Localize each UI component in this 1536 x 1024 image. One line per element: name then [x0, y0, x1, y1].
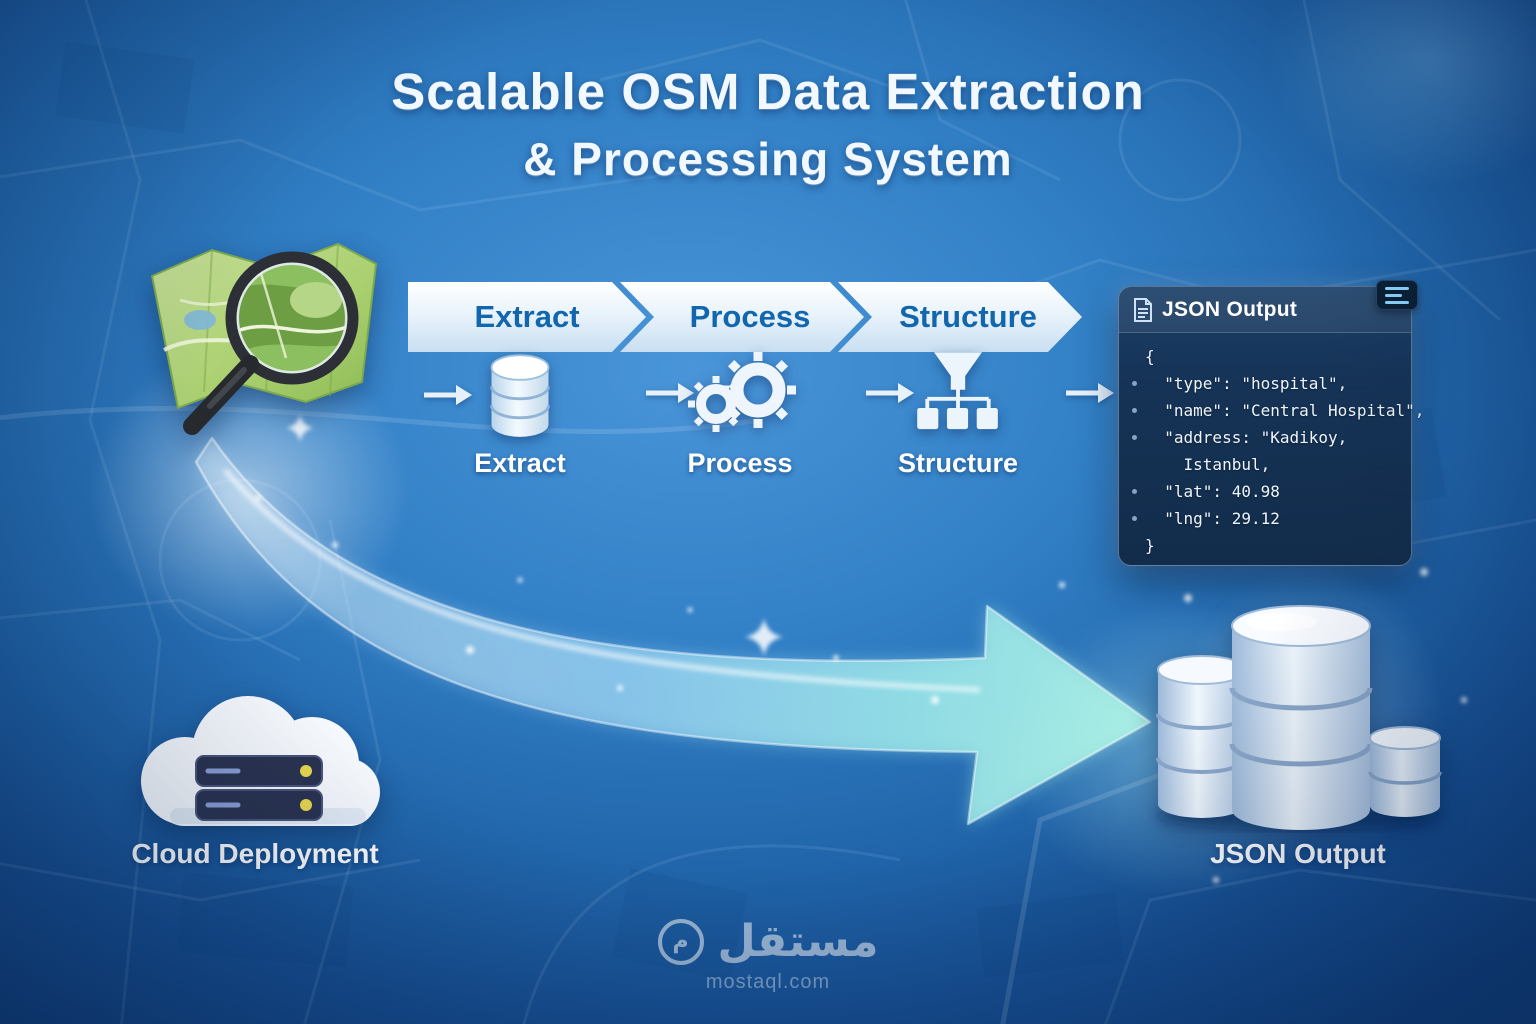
json-doc-icon: [1134, 297, 1152, 322]
gears-icon: [688, 352, 796, 432]
code-line: "type": "hospital",: [1131, 370, 1399, 397]
code-line: }: [1145, 536, 1155, 555]
flow-arrow-icon: [646, 383, 694, 403]
code-line: "lng": 29.12: [1131, 505, 1399, 532]
flow-arrow-icon: [866, 383, 914, 403]
json-code-block: { "type": "hospital", "name": "Central H…: [1119, 333, 1424, 567]
page-title-line-1: Scalable OSM Data Extraction: [391, 63, 1145, 120]
cloud-deployment-label: Cloud Deployment: [131, 838, 379, 869]
code-line: Istanbul,: [1145, 455, 1271, 474]
list-icon: [1376, 280, 1418, 310]
code-line: "name": "Central Hospital",: [1131, 397, 1424, 424]
pipeline-step-label: Structure: [899, 299, 1037, 334]
json-panel-header: JSON Output: [1119, 287, 1411, 333]
code-line: "lat": 40.98: [1131, 478, 1399, 505]
pipeline-step-label: Extract: [474, 299, 580, 334]
code-line: "address: "Kadikoy,: [1131, 424, 1399, 451]
flow-arrow-icon: [424, 385, 472, 405]
pipeline-step-extract: Extract: [408, 282, 646, 352]
pipeline-step-process: Process: [620, 282, 864, 352]
pipeline-step-label: Process: [689, 299, 811, 334]
map-magnifier-icon: [150, 242, 378, 435]
cloud-servers-icon: [141, 696, 380, 826]
stage-caption-extract: Extract: [474, 448, 566, 478]
pipeline-step-structure: Structure: [838, 282, 1082, 352]
flow-arrow-icon: [1066, 383, 1114, 403]
database-stack-icon: [1156, 605, 1442, 830]
database-icon: [490, 354, 550, 437]
stage-caption-process: Process: [687, 448, 793, 478]
code-line: {: [1145, 347, 1155, 366]
stage-caption-structure: Structure: [897, 448, 1019, 478]
server-icon: [195, 755, 323, 821]
page-title-line-2: & Processing System: [523, 133, 1013, 185]
json-output-panel: JSON Output { "type": "hospital", "name"…: [1118, 280, 1424, 567]
sitemap-icon: [917, 352, 998, 430]
json-output-label: JSON Output: [1210, 838, 1386, 869]
pipeline-banner: Extract Process Structure: [408, 282, 1082, 352]
json-panel-title: JSON Output: [1162, 297, 1298, 321]
